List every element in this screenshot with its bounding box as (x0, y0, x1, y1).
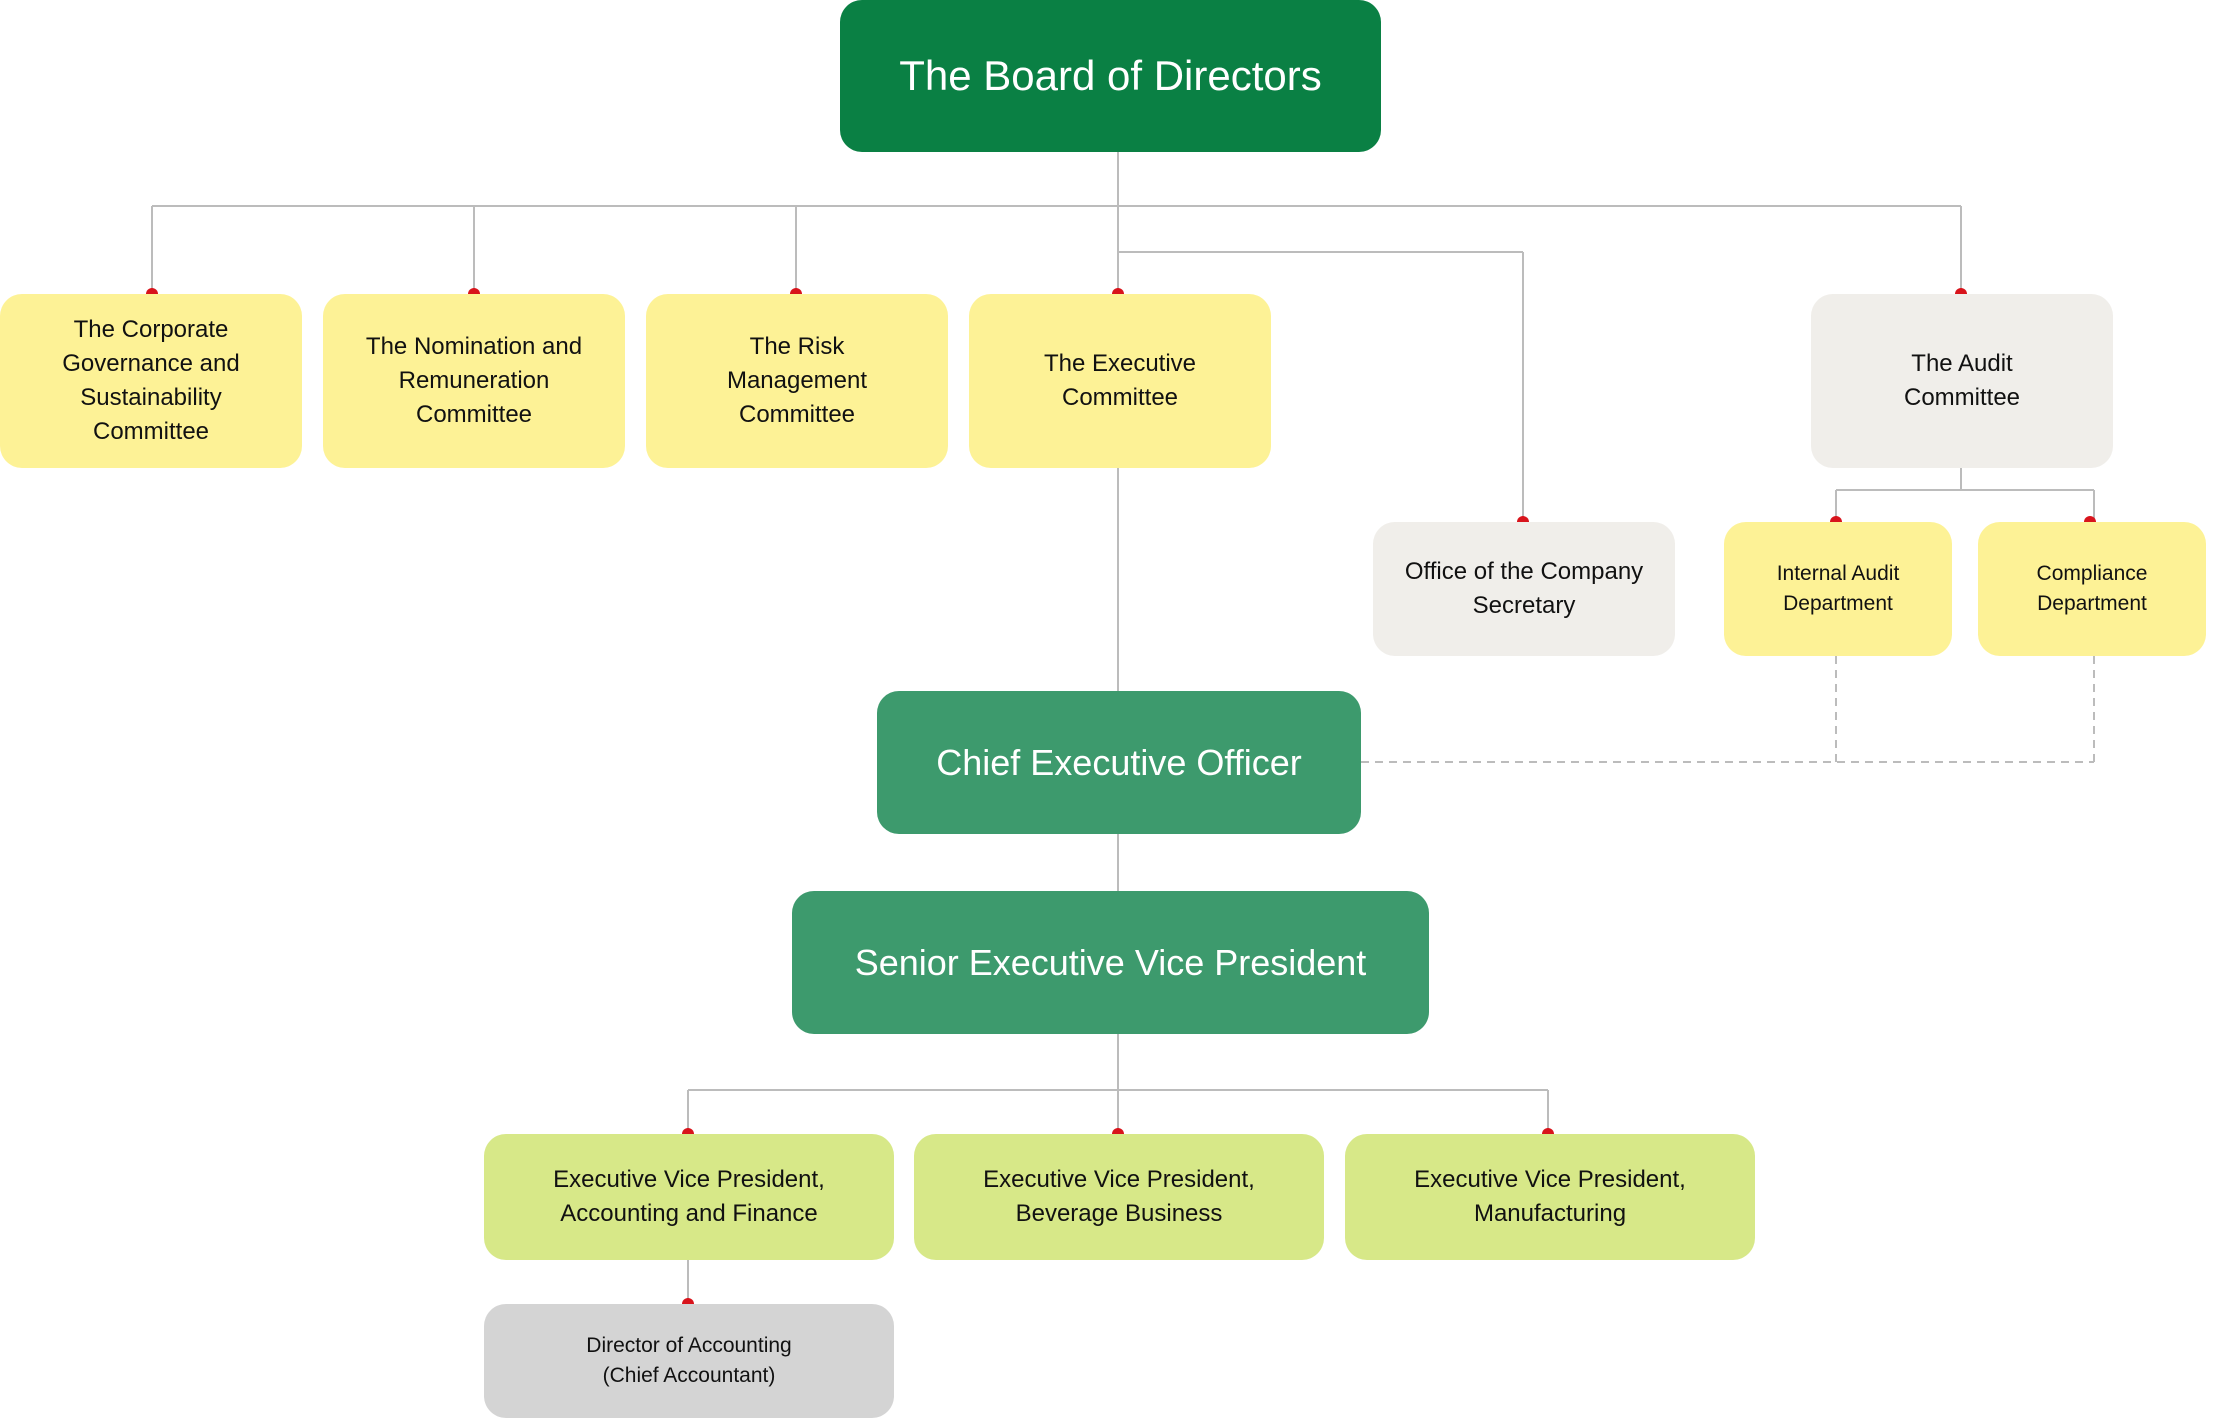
compliance-department-label: Compliance Department (2036, 562, 2148, 615)
chief-accountant-label: (Chief Accountant) (602, 1364, 776, 1387)
evp-manufacturing-box: Executive Vice President, Manufacturing (1345, 1134, 1755, 1260)
board-of-directors-box: The Board of Directors (840, 0, 1381, 152)
senior-evp-box: Senior Executive Vice President (792, 891, 1429, 1034)
evp-beverage-business-box: Executive Vice President, Beverage Busin… (914, 1134, 1324, 1260)
evp-beverage-business-label: Executive Vice President, Beverage Busin… (983, 1165, 1255, 1227)
senior-evp-label: Senior Executive Vice President (854, 941, 1367, 983)
director-of-accounting-label: Director of Accounting (586, 1334, 792, 1358)
internal-audit-department-box: Internal Audit Department (1724, 522, 1952, 656)
audit-committee-label: The Audit Committee (1903, 349, 2021, 411)
corporate-governance-committee-label: The Corporate Governance and Sustainabil… (62, 315, 240, 446)
risk-management-committee-box: The Risk Management Committee (646, 294, 948, 468)
company-secretary-label: Office of the Company Secretary (1404, 557, 1644, 619)
executive-committee-label: The Executive Committee (1043, 349, 1197, 411)
ceo-box: Chief Executive Officer (877, 691, 1361, 834)
evp-accounting-finance-box: Executive Vice President, Accounting and… (484, 1134, 894, 1260)
company-secretary-box: Office of the Company Secretary (1373, 522, 1675, 656)
nomination-remuneration-committee-label: The Nomination and Remuneration Committe… (365, 332, 583, 429)
audit-committee-box: The Audit Committee (1811, 294, 2113, 468)
corporate-governance-committee-box: The Corporate Governance and Sustainabil… (0, 294, 302, 468)
evp-manufacturing-label: Executive Vice President, Manufacturing (1414, 1165, 1686, 1227)
executive-committee-box: The Executive Committee (969, 294, 1271, 468)
risk-management-committee-label: The Risk Management Committee (726, 332, 868, 429)
nomination-remuneration-committee-box: The Nomination and Remuneration Committe… (323, 294, 625, 468)
internal-audit-department-label: Internal Audit Department (1776, 562, 1900, 615)
board-of-directors-label: The Board of Directors (899, 52, 1322, 100)
ceo-label: Chief Executive Officer (936, 741, 1302, 783)
compliance-department-box: Compliance Department (1978, 522, 2206, 656)
evp-accounting-finance-label: Executive Vice President, Accounting and… (553, 1165, 825, 1227)
director-of-accounting-box: Director of Accounting (Chief Accountant… (484, 1304, 894, 1418)
